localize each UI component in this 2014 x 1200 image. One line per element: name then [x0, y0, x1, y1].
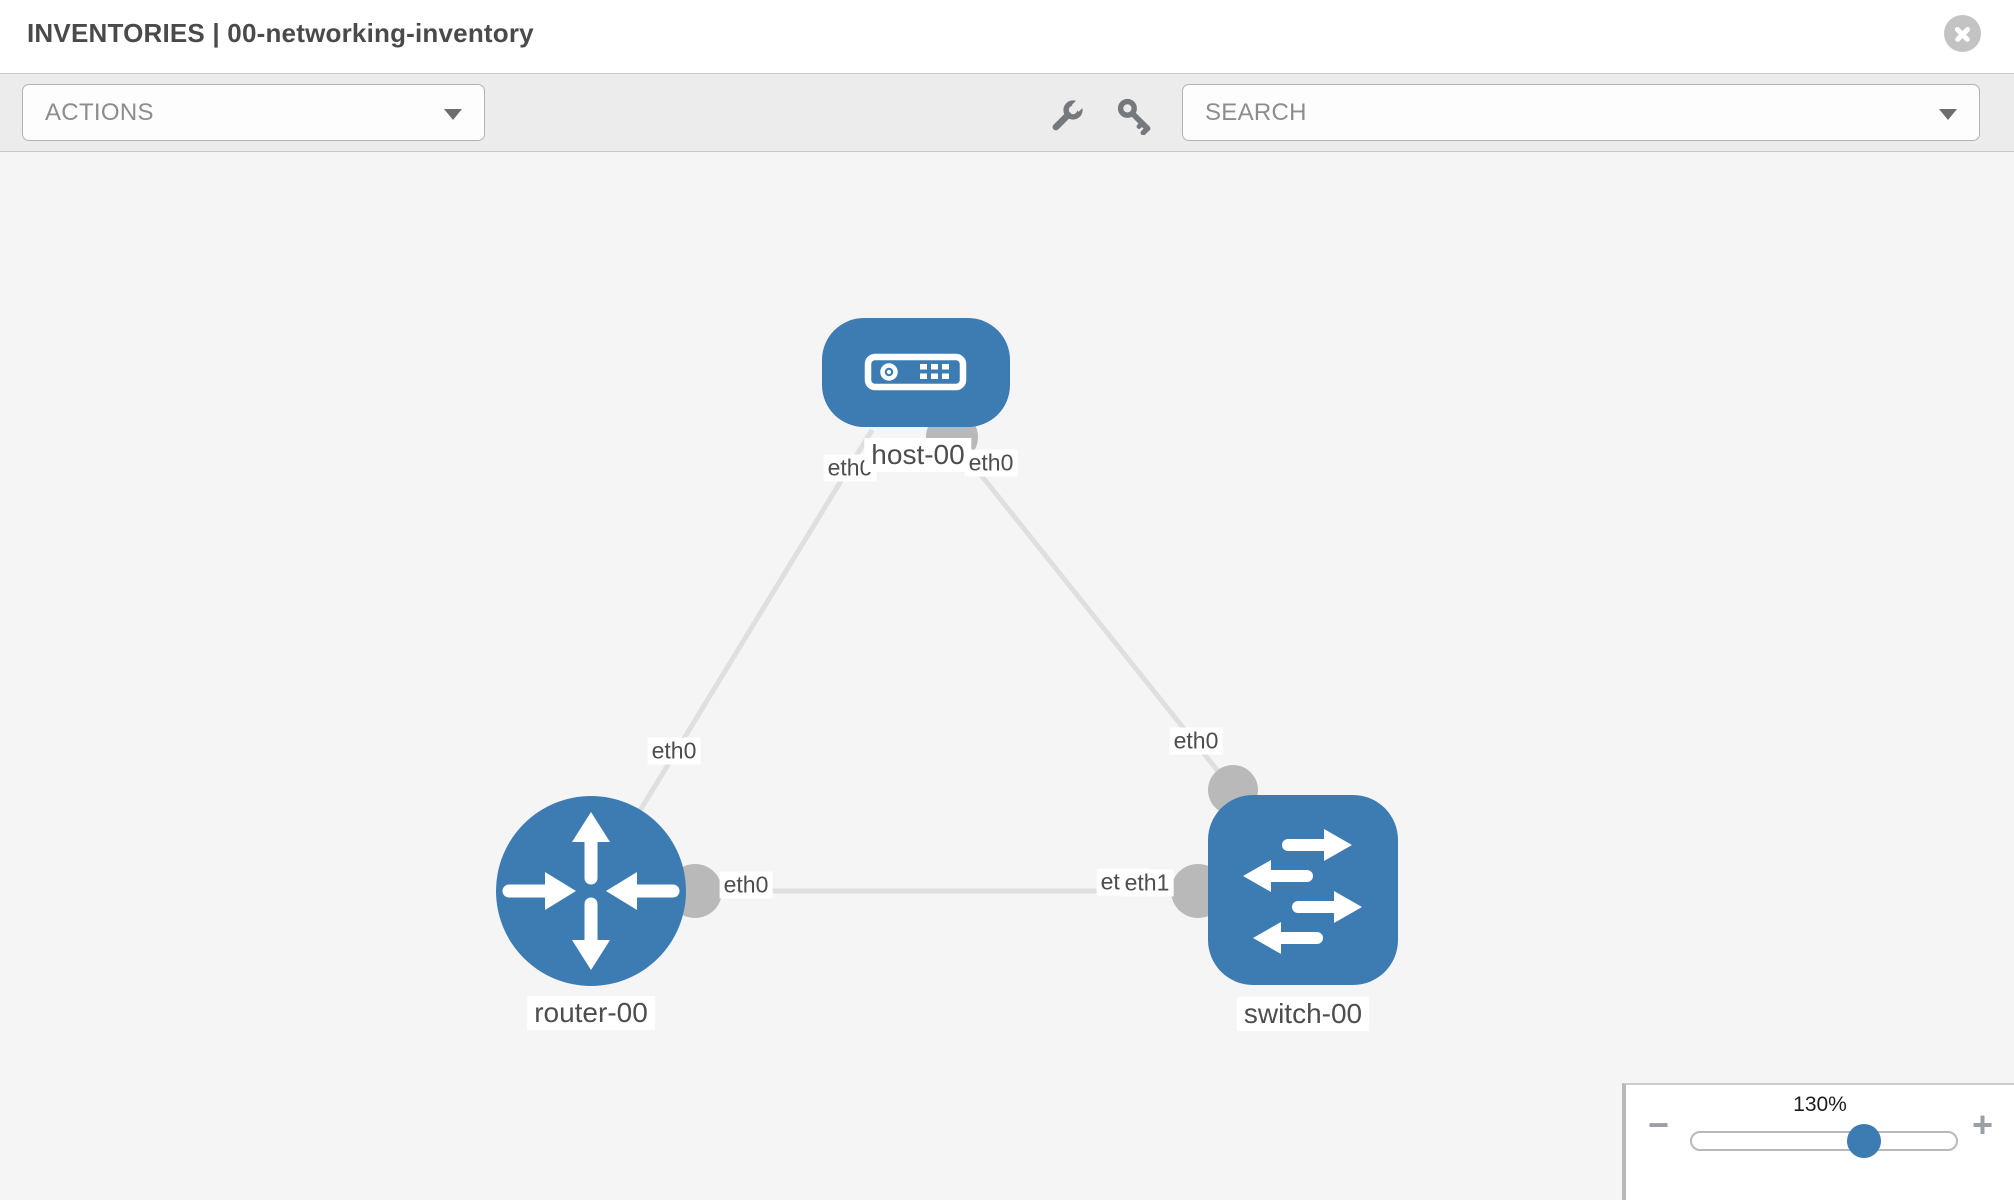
interface-label: eth0: [719, 871, 773, 899]
zoom-slider-handle[interactable]: [1847, 1124, 1881, 1158]
zoom-in-button[interactable]: +: [1972, 1104, 1994, 1145]
close-button[interactable]: [1944, 15, 1981, 52]
zoom-level: 130%: [1793, 1093, 1847, 1116]
interface-label: eth0: [964, 449, 1018, 477]
zoom-slider-track[interactable]: [1690, 1124, 1958, 1158]
interface-label: eth0: [647, 737, 701, 765]
node-router-00[interactable]: [496, 796, 686, 986]
key-button[interactable]: [1116, 97, 1154, 136]
links: [588, 428, 1235, 894]
search-dropdown-label: SEARCH: [1205, 99, 1307, 126]
wrench-icon: [1052, 98, 1086, 131]
search-dropdown[interactable]: SEARCH: [1182, 84, 1980, 141]
node-label-router[interactable]: router-00: [527, 996, 655, 1030]
node-switch-00[interactable]: [1208, 795, 1398, 985]
interface-label: eth1: [1120, 869, 1174, 897]
wrench-button[interactable]: [1049, 98, 1086, 134]
key-icon: [1117, 98, 1151, 136]
node-label-switch[interactable]: switch-00: [1236, 997, 1370, 1031]
chevron-down-icon: [444, 109, 462, 120]
topology-canvas[interactable]: eth0 host-00 eth0 eth0 eth0 eth0 eth0 et…: [0, 153, 2014, 1200]
zoom-out-button[interactable]: −: [1648, 1104, 1670, 1145]
node-label-host[interactable]: host-00: [864, 438, 972, 472]
interface-label: eth0: [1169, 727, 1223, 755]
toolbar: ACTIONS SEARCH: [0, 73, 2014, 152]
actions-dropdown-label: ACTIONS: [45, 99, 154, 126]
page-title: INVENTORIES | 00-networking-inventory: [27, 18, 534, 48]
node-host-00[interactable]: [822, 318, 1010, 427]
router-icon: [502, 812, 680, 970]
chevron-down-icon: [1939, 109, 1957, 120]
switch-icon: [1243, 829, 1362, 954]
zoom-panel: 130% − +: [1622, 1083, 2014, 1200]
header: INVENTORIES | 00-networking-inventory: [0, 0, 2014, 73]
actions-dropdown[interactable]: ACTIONS: [22, 84, 485, 141]
host-icon: [864, 353, 967, 391]
interface-endpoints: [668, 411, 1258, 918]
close-icon: [1944, 15, 1981, 52]
